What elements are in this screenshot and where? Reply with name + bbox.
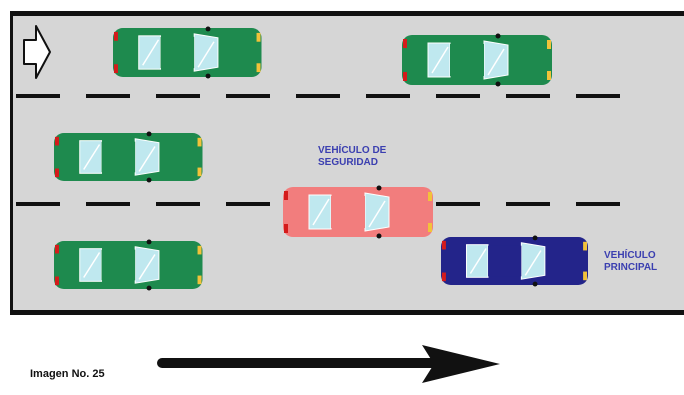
green-car-lane1-b xyxy=(401,32,553,88)
main-vehicle-label-line1: VEHÍCULO xyxy=(604,250,656,261)
green-car-lane2 xyxy=(53,130,204,184)
road-edge-top xyxy=(12,11,684,16)
main-vehicle-label-line2: PRINCIPAL xyxy=(604,262,658,273)
safety-vehicle-label-line1: VEHÍCULO DE xyxy=(318,145,387,156)
green-car-lane1-a xyxy=(112,25,263,80)
green-car-lane3 xyxy=(53,238,204,292)
safety-vehicle-red xyxy=(282,184,434,240)
road-edge-left xyxy=(10,11,13,315)
image-caption: Imagen No. 25 xyxy=(30,368,105,380)
white-arrow-right-icon xyxy=(23,25,51,79)
road-edge-bottom xyxy=(12,310,684,315)
main-vehicle-blue xyxy=(440,234,589,288)
safety-vehicle-label-line2: SEGURIDAD xyxy=(318,157,379,168)
black-arrow-right-icon xyxy=(157,345,500,383)
